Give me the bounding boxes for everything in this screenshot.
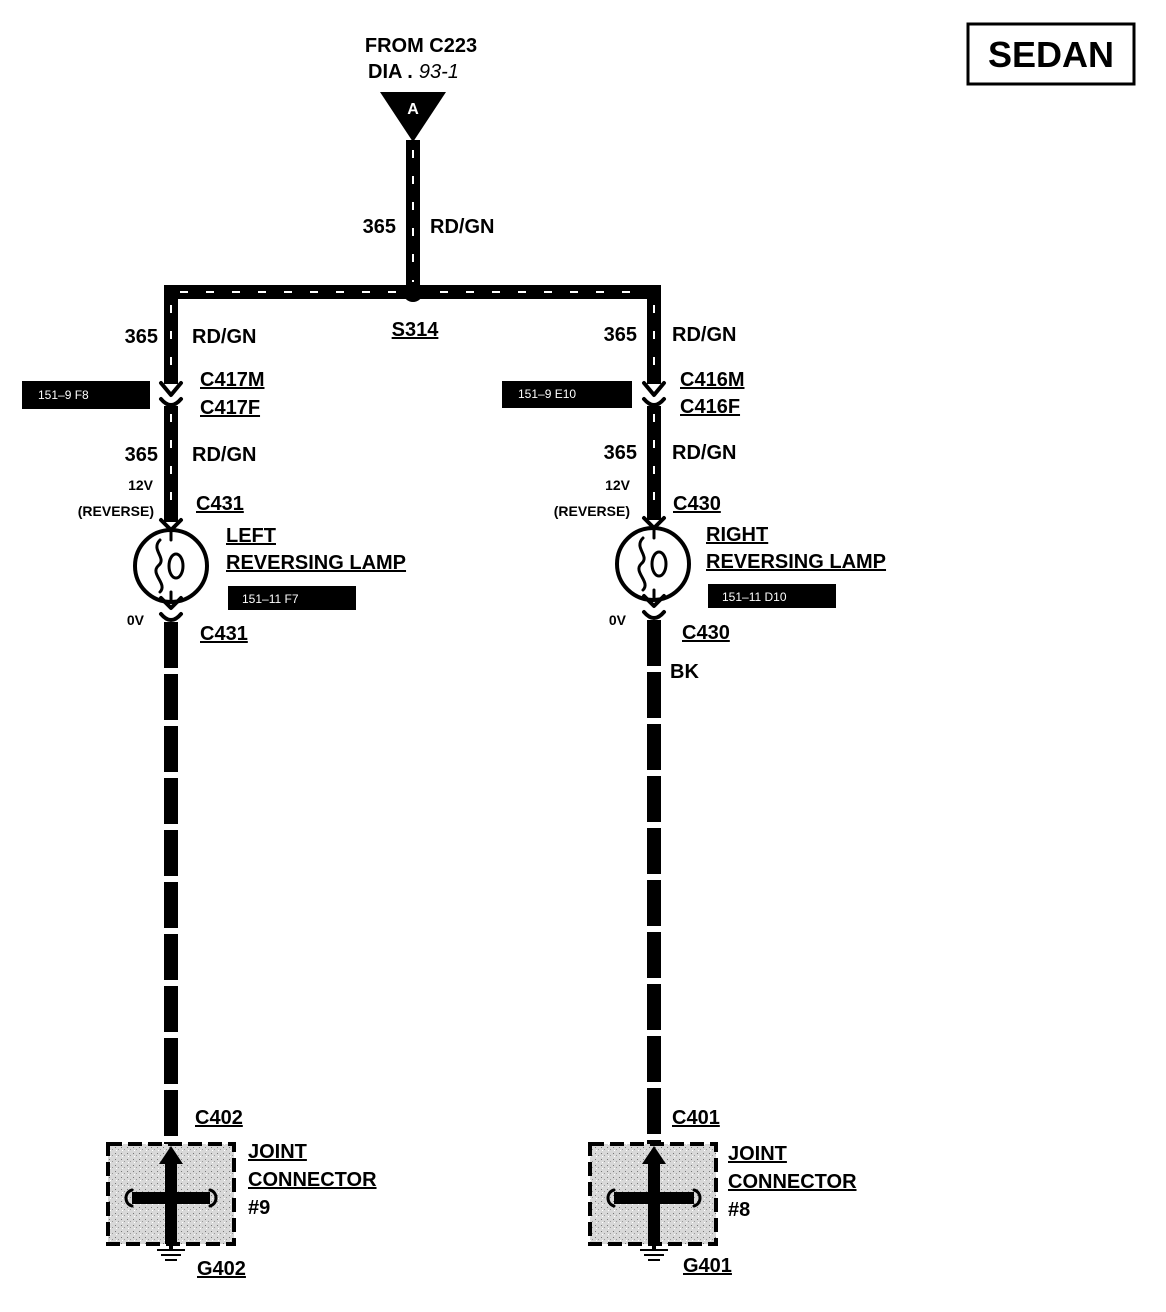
right-reversing-lamp-symbol: [615, 516, 691, 620]
right-joint-connector-id: C401: [672, 1107, 720, 1129]
left-lamp-filament: [167, 552, 185, 580]
left-inline-connector: C417M C417F 151–9 F8: [22, 369, 264, 419]
right-ground-wire-color: BK: [670, 661, 699, 683]
left-joint-number: #9: [248, 1197, 270, 1219]
left-connector-ref-box: [22, 381, 150, 409]
left-lamp-connector-top: C431: [196, 493, 244, 515]
right-lamp-bottom-terminal: [642, 594, 666, 608]
right-voltage-condition: (REVERSE): [554, 503, 630, 519]
splice-dot: [403, 282, 423, 302]
left-joint-arrow-icon: [159, 1146, 183, 1164]
right-joint-connector: [588, 1142, 718, 1246]
right-lamp-name-line2: REVERSING LAMP: [706, 551, 886, 573]
left-upper-circuit: 365: [125, 326, 158, 348]
left-lamp-name-line1: LEFT: [226, 525, 276, 547]
left-lamp-ref-text: 151–11 F7: [242, 592, 299, 606]
source-terminal-triangle: [380, 92, 446, 142]
right-upper-circuit: 365: [604, 324, 637, 346]
right-lamp-connector-top: C430: [673, 493, 721, 515]
left-ground-id: G402: [197, 1258, 246, 1280]
trunk-wire: 365 RD/GN: [363, 140, 494, 292]
sedan-badge-frame: [966, 22, 1136, 86]
left-branch: 365 RD/GN C417M C417F 151–9 F8 365 RD/GN…: [22, 326, 406, 1280]
left-connector-male-symbol: [159, 381, 183, 397]
sedan-badge-label: SEDAN: [988, 34, 1114, 75]
sedan-badge: SEDAN: [966, 22, 1136, 86]
left-lamp-filament-leads: [154, 530, 173, 602]
splice-bus: S314: [164, 282, 661, 384]
left-lower-circuit: 365: [125, 444, 158, 466]
right-joint-name-line1: JOINT: [728, 1143, 787, 1165]
right-lamp-connector-bottom: C430: [682, 622, 730, 644]
left-voltage-off: 0V: [127, 612, 145, 628]
left-connector-ref-text: 151–9 F8: [38, 388, 89, 402]
right-lower-circuit: 365: [604, 442, 637, 464]
left-lamp-ref-box: [228, 586, 356, 610]
trunk-wire-color: RD/GN: [430, 216, 494, 238]
left-voltage-on: 12V: [128, 477, 154, 493]
left-reversing-lamp-symbol: [133, 518, 209, 622]
right-joint-bar-ends: [606, 1188, 702, 1208]
right-ground-id: G401: [683, 1255, 732, 1277]
right-ground-symbol-icon: [640, 1244, 668, 1261]
splice-label: S314: [392, 319, 440, 341]
left-joint-name-line1: JOINT: [248, 1141, 307, 1163]
right-lamp-name-line1: RIGHT: [706, 524, 768, 546]
source-reference: FROM C223 DIA . 93-1 A: [365, 35, 477, 142]
left-ground-symbol-icon: [157, 1244, 185, 1261]
right-lamp-filament: [650, 550, 668, 578]
source-dia-prefix: DIA .: [368, 61, 413, 83]
right-connector-female-label: C416F: [680, 396, 740, 418]
right-lamp-ref-text: 151–11 D10: [722, 590, 787, 604]
right-connector-ref-text: 151–9 E10: [518, 387, 576, 401]
left-lamp-connector-bottom: C431: [200, 623, 248, 645]
left-lamp-name-line2: REVERSING LAMP: [226, 552, 406, 574]
source-terminal-letter: A: [407, 101, 419, 118]
left-lamp-bulb-icon: [133, 528, 209, 604]
right-upper-color: RD/GN: [672, 324, 736, 346]
right-connector-ref-box: [502, 381, 632, 408]
right-lamp-filament-leads: [637, 528, 656, 600]
right-lamp-ref-box: [708, 584, 836, 608]
right-joint-name-line2: CONNECTOR: [728, 1171, 857, 1193]
left-lamp-bottom-terminal: [159, 596, 183, 610]
left-lamp-bottom-socket: [159, 612, 183, 622]
left-connector-male-label: C417M: [200, 369, 264, 391]
left-lower-color: RD/GN: [192, 444, 256, 466]
source-dia-ref: 93-1: [419, 61, 459, 83]
source-dia-label: DIA . 93-1: [368, 61, 459, 83]
left-joint-connector: [106, 1142, 236, 1246]
source-from-label: FROM C223: [365, 35, 477, 57]
left-upper-color: RD/GN: [192, 326, 256, 348]
right-inline-connector: C416M C416F 151–9 E10: [502, 369, 744, 418]
right-connector-male-symbol: [642, 381, 666, 397]
left-joint-connector-id: C402: [195, 1107, 243, 1129]
right-branch: 365 RD/GN C416M C416F 151–9 E10 365 RD/G…: [502, 324, 886, 1277]
right-connector-male-label: C416M: [680, 369, 744, 391]
right-lamp-bottom-socket: [642, 610, 666, 620]
left-joint-bar-ends: [124, 1188, 218, 1208]
left-joint-name-line2: CONNECTOR: [248, 1169, 377, 1191]
left-voltage-condition: (REVERSE): [78, 503, 154, 519]
right-lower-color: RD/GN: [672, 442, 736, 464]
right-joint-arrow-icon: [642, 1146, 666, 1164]
right-joint-number: #8: [728, 1199, 750, 1221]
right-connector-female-symbol: [642, 397, 666, 407]
trunk-circuit-number: 365: [363, 216, 396, 238]
left-connector-female-symbol: [159, 397, 183, 407]
right-voltage-off: 0V: [609, 612, 627, 628]
right-voltage-on: 12V: [605, 477, 631, 493]
left-connector-female-label: C417F: [200, 397, 260, 419]
